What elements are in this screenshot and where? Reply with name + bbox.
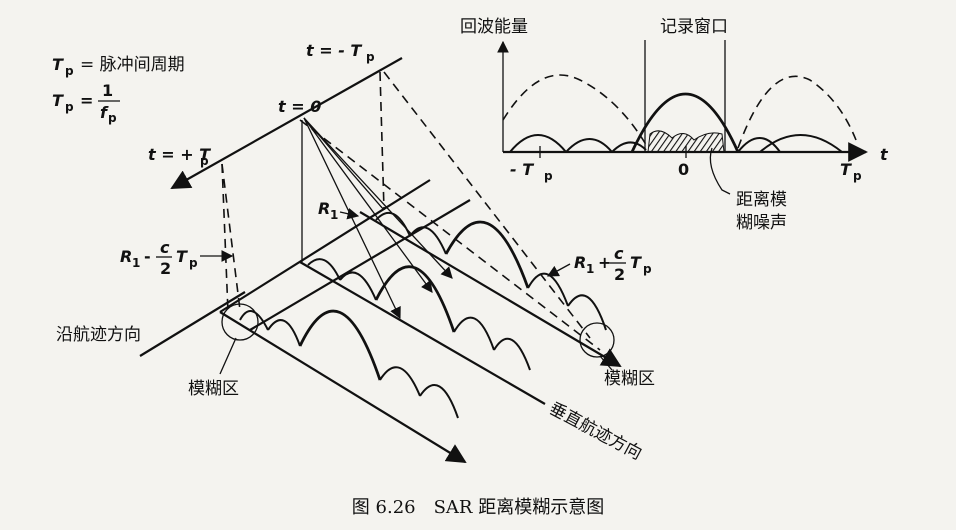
inset-side-lobe <box>509 134 567 153</box>
dashed-proj-t-plus <box>221 163 229 313</box>
along-track-ground-line <box>139 291 246 357</box>
svg-text:+: + <box>598 253 611 272</box>
echo-lobes-front <box>239 309 459 419</box>
along-track-label: 沿航迹方向 <box>56 325 141 345</box>
ambiguity-zone-right-label: 模糊区 <box>604 369 655 389</box>
window-label: 记录窗口 <box>660 17 728 37</box>
echo-lobe <box>307 258 341 281</box>
label-t-plus-sub: p <box>200 154 209 168</box>
figure-caption: 图 6.26 SAR 距离模糊示意图 <box>352 497 604 518</box>
svg-text:p: p <box>189 256 198 270</box>
swath-mid-line <box>249 199 471 331</box>
echo-lobe <box>453 316 495 351</box>
label-t-zero: t = 0 <box>278 97 321 116</box>
svg-text:-: - <box>144 247 151 266</box>
label-t-minus-sub: p <box>366 50 375 64</box>
swath-far-line <box>219 179 431 313</box>
echo-lobes-back <box>375 211 607 331</box>
ambiguity-right-leader <box>599 355 613 371</box>
tick-label-minus-sub: p <box>544 169 553 183</box>
dashed-proj-far <box>383 71 591 339</box>
svg-text:2: 2 <box>160 259 171 278</box>
label-t-minus: t = - T <box>306 41 362 60</box>
ambiguity-zone-right-circle <box>579 322 615 358</box>
echo-lobe-main <box>444 220 530 289</box>
cross-track-line-middle <box>299 261 546 405</box>
tp-definition-text: = 脉冲间周期 <box>80 55 185 75</box>
ambiguity-left-leader <box>219 337 237 375</box>
inset-axis-t: t <box>880 145 889 164</box>
svg-text:1: 1 <box>586 262 594 276</box>
svg-text:c: c <box>160 238 170 257</box>
range-ray-mid <box>303 117 401 320</box>
cross-track-arrow-right <box>359 211 622 368</box>
r1-plus-pointer <box>546 263 571 277</box>
echo-lobe-main <box>298 309 382 381</box>
echo-lobe <box>567 294 607 331</box>
noise-label-line1: 距离模 <box>736 190 787 210</box>
dashed-lobe-right <box>737 75 857 149</box>
svg-text:R: R <box>120 247 132 266</box>
label-r1: R <box>318 199 330 218</box>
dashed-proj-mid <box>299 119 601 351</box>
echo-energy-inset: 回波能量 记录窗口 - T p 0 T p t 距离模 糊噪声 <box>460 17 889 233</box>
tp-eq-symbol: T <box>52 91 64 110</box>
echo-lobe <box>493 337 531 371</box>
label-r1-plus: R 1 + c 2 T p <box>574 244 652 284</box>
platform-track-line <box>170 57 403 189</box>
svg-text:T: T <box>176 247 188 266</box>
tick-label-plus: T <box>840 160 852 179</box>
echo-lobe <box>379 366 421 397</box>
label-t-plus: t = + T <box>148 145 211 164</box>
cross-track-label: 垂直航迹方向 <box>546 399 645 465</box>
inset-main-lobe <box>630 92 740 153</box>
tp-eq-subscript: p <box>65 100 74 114</box>
noise-leader <box>709 147 731 195</box>
dashed-proj-t-minus <box>379 71 385 211</box>
svg-text:c: c <box>614 244 624 263</box>
svg-text:p: p <box>643 262 652 276</box>
echo-lobe <box>409 226 447 255</box>
ambiguity-zone-left-label: 模糊区 <box>188 379 239 399</box>
tick-label-minus: - T <box>510 160 534 179</box>
tp-eq-denominator: f <box>100 103 109 122</box>
r1-pointer <box>339 208 360 220</box>
echo-lobe-main <box>374 265 456 333</box>
tp-subscript: p <box>65 64 74 78</box>
echo-lobe <box>239 310 269 331</box>
tp-eq-denominator-sub: p <box>108 111 117 125</box>
inset-side-lobe <box>737 137 781 153</box>
label-r1-sub: 1 <box>330 208 338 222</box>
svg-text:R: R <box>574 253 586 272</box>
svg-text:2: 2 <box>614 265 625 284</box>
echo-lobe <box>339 271 377 301</box>
dashed-proj-t-plus-2 <box>221 163 241 311</box>
cross-track-arrow-left <box>219 311 467 464</box>
echo-lobes-middle <box>307 258 531 371</box>
echo-lobe <box>419 384 459 419</box>
tp-definition: T p = 脉冲间周期 <box>52 55 185 78</box>
range-ray-far <box>303 117 453 279</box>
tp-eq-numerator: 1 <box>102 81 113 100</box>
tp-symbol: T <box>52 55 64 74</box>
inset-side-lobe <box>611 141 647 153</box>
echo-lobe <box>267 319 301 347</box>
dashed-lobe-left <box>502 74 649 149</box>
noise-label-line2: 糊噪声 <box>736 213 787 233</box>
tp-eq-sign: = <box>80 91 93 110</box>
inset-side-lobe <box>565 138 613 153</box>
svg-text:T: T <box>630 253 642 272</box>
svg-text:1: 1 <box>132 256 140 270</box>
range-ray-r1 <box>303 117 433 293</box>
inset-ylabel: 回波能量 <box>460 17 528 37</box>
tick-label-zero: 0 <box>678 160 689 179</box>
tick-label-plus-sub: p <box>853 169 862 183</box>
range-ambiguity-noise <box>647 130 725 153</box>
label-r1-minus: R 1 - c 2 T p <box>120 238 198 278</box>
ambiguity-zone-left-circle <box>221 303 259 341</box>
inset-side-lobe <box>759 134 843 153</box>
tp-equation: T p = 1 f p <box>52 81 120 125</box>
